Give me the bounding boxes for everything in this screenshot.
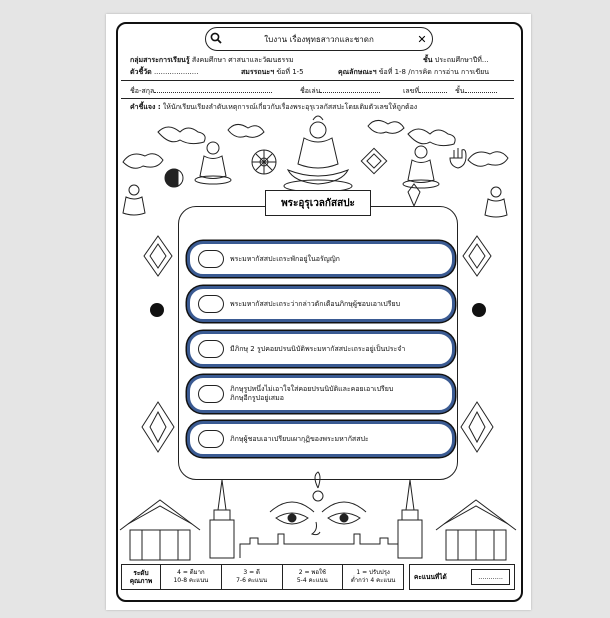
rubric-level-2-grade: 2 = พอใช้: [298, 569, 326, 576]
left-ornament-bottom: [141, 401, 175, 453]
search-icon: [206, 32, 226, 47]
temple-illustration: [119, 471, 517, 561]
left-bullet: [150, 303, 164, 317]
rubric-level-4-grade: 4 = ดีมาก: [177, 569, 205, 576]
grade-value: ประถมศึกษาปีที่...: [434, 56, 489, 64]
nickname-label: ชื่อเล่น: [300, 87, 321, 95]
student-divider: [121, 98, 514, 99]
event-item-2[interactable]: พระมหากัสสปะเถระว่ากล่าวตักเตือนภิกษุผู้…: [187, 286, 455, 322]
rubric-level-2: 2 = พอใช้ 5-4 คะแนน: [281, 565, 343, 589]
event-text-2: พระมหากัสสปะเถระว่ากล่าวตักเตือนภิกษุผู้…: [230, 299, 401, 308]
right-ornament: [462, 235, 492, 277]
traits-value: ข้อที่ 1-8 /การคิด การอ่าน การเขียน: [378, 68, 490, 76]
buddha-illustration-band: [122, 115, 509, 218]
event-text-4-line1: ภิกษุรูปหนึ่งไม่เอาใจใส่คอยปรนนิบัติและค…: [230, 385, 394, 393]
header-divider: [121, 80, 514, 81]
traits-label: คุณลักษณะฯ: [338, 68, 377, 76]
competency-label: สมรรถนะฯ: [241, 68, 275, 76]
search-query[interactable]: ใบงาน เรื่องพุทธสาวกและชาดก: [264, 34, 374, 44]
group-row: กลุ่มสาระการเรียนรู้ สังคมศึกษา ศาสนาและ…: [130, 55, 294, 66]
event-text-1: พระมหากัสสปะเถระพักอยู่ในอรัญญิก: [230, 254, 340, 263]
event-text-5: ภิกษุผู้ชอบเอาเปรียบเผากุฏิของพระมหากัสส…: [230, 434, 369, 443]
search-bar[interactable]: ใบงาน เรื่องพุทธสาวกและชาดก ✕: [205, 27, 433, 51]
order-input-2[interactable]: [198, 295, 224, 313]
rubric-label-2: คุณภาพ: [129, 577, 153, 585]
indicator-label: ตัวชี้วัด: [130, 68, 152, 76]
traits-row: คุณลักษณะฯ ข้อที่ 1-8 /การคิด การอ่าน กา…: [338, 67, 489, 78]
rubric-level-1-grade: 1 = ปรับปรุง: [356, 569, 390, 576]
rubric-level-3: 3 = ดี 7-6 คะแนน: [220, 565, 282, 589]
event-item-4[interactable]: ภิกษุรูปหนึ่งไม่เอาใจใส่คอยปรนนิบัติและค…: [187, 375, 455, 413]
right-ornament-bottom: [460, 401, 494, 453]
order-input-3[interactable]: [198, 340, 224, 358]
rubric-label-1: ระดับ: [133, 569, 149, 577]
class-field[interactable]: ชั้น: [455, 86, 497, 97]
group-label: กลุ่มสาระการเรียนรู้: [130, 56, 190, 64]
grade-label: ชั้น: [423, 56, 433, 64]
order-input-1[interactable]: [198, 250, 224, 268]
left-ornament: [143, 235, 173, 277]
instruction-row: คำชี้แจง : ให้นักเรียนเรียงลำดับเหตุการณ…: [130, 102, 417, 113]
worksheet-title: พระอุรุเวลกัสสปะ: [265, 190, 371, 216]
rubric-level-4-range: 10-8 คะแนน: [173, 577, 209, 584]
event-text-4: ภิกษุรูปหนึ่งไม่เอาใจใส่คอยปรนนิบัติและค…: [230, 385, 393, 403]
instruction-label: คำชี้แจง :: [130, 103, 161, 111]
rubric-level-1-range: ต่ำกว่า 4 คะแนน: [350, 577, 396, 584]
event-text-3: มีภิกษุ 2 รูปคอยปรนนิบัติพระมหากัสสปะเถร…: [230, 344, 406, 353]
instruction-text: ให้นักเรียนเรียงลำดับเหตุการณ์เกี่ยวกับเ…: [162, 103, 418, 111]
rubric-level-4: 4 = ดีมาก 10-8 คะแนน: [160, 565, 221, 589]
close-icon[interactable]: ✕: [417, 32, 427, 46]
right-bullet: [472, 303, 486, 317]
rubric-label: ระดับ คุณภาพ: [122, 565, 160, 589]
event-item-5[interactable]: ภิกษุผู้ชอบเอาเปรียบเผากุฏิของพระมหากัสส…: [187, 421, 455, 457]
order-input-4[interactable]: [198, 385, 224, 403]
competency-value: ข้อที่ 1-5: [276, 68, 304, 76]
rubric-level-3-range: 7-6 คะแนน: [236, 577, 268, 584]
total-score-label: คะแนนที่ได้: [414, 573, 447, 581]
name-label: ชื่อ-สกุล: [130, 87, 155, 95]
grade-row: ชั้น ประถมศึกษาปีที่...: [423, 55, 489, 66]
competency-row: สมรรถนะฯ ข้อที่ 1-5: [241, 67, 304, 78]
total-score-field[interactable]: ............: [471, 569, 510, 585]
event-item-1[interactable]: พระมหากัสสปะเถระพักอยู่ในอรัญญิก: [187, 241, 455, 277]
group-value: สังคมศึกษา ศาสนาและวัฒนธรรม: [191, 56, 294, 64]
rubric-level-2-range: 5-4 คะแนน: [296, 577, 328, 584]
name-field[interactable]: ชื่อ-สกุล: [130, 86, 273, 97]
number-field[interactable]: เลขที่: [403, 86, 448, 97]
nickname-field[interactable]: ชื่อเล่น: [300, 86, 381, 97]
page-frame: [116, 22, 523, 602]
total-score-box: คะแนนที่ได้ ............: [409, 564, 515, 590]
rubric-level-3-grade: 3 = ดี: [243, 569, 260, 576]
event-item-3[interactable]: มีภิกษุ 2 รูปคอยปรนนิบัติพระมหากัสสปะเถร…: [187, 331, 455, 367]
indicator-value: ....................: [153, 68, 199, 76]
event-text-4-line2: ภิกษุอีกรูปอยู่เสมอ: [230, 394, 284, 402]
class-label: ชั้น: [455, 87, 465, 95]
number-label: เลขที่: [403, 87, 420, 95]
order-input-5[interactable]: [198, 430, 224, 448]
rubric-level-1: 1 = ปรับปรุง ต่ำกว่า 4 คะแนน: [342, 565, 403, 589]
rubric-table: ระดับ คุณภาพ 4 = ดีมาก 10-8 คะแนน 3 = ดี…: [121, 564, 404, 590]
indicator-row: ตัวชี้วัด ....................: [130, 67, 198, 78]
